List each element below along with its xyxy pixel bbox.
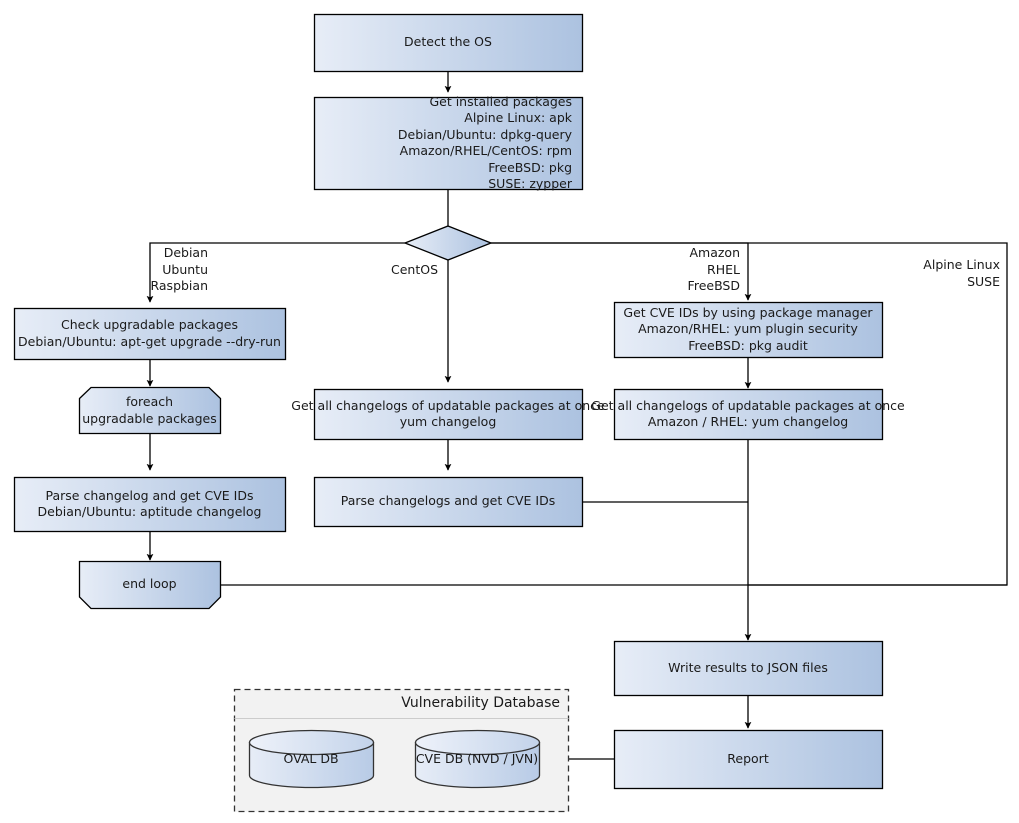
node-check-upgradable[interactable] [14,308,285,359]
node-end-loop[interactable] [79,561,220,608]
node-detect-os [313,13,584,73]
edge-decision-to-debian [146,242,405,303]
node-os-decision[interactable] [405,226,491,260]
node-end-loop [78,560,222,610]
db-cylinder-cve[interactable] [415,730,539,788]
node-foreach-loop [78,386,222,435]
node-get-installed-packages[interactable] [314,97,582,189]
db-cylinder-oval [248,729,375,789]
node-write-results [613,640,884,697]
node-report [613,729,884,790]
node-get-cve-pkg-manager[interactable] [614,302,882,357]
node-get-installed-packages [313,96,584,191]
node-parse-changelogs-centos [313,476,584,528]
node-foreach-loop[interactable] [79,387,220,434]
edges-group [146,72,1008,760]
node-parse-changelog-deb [13,476,287,533]
node-detect-os[interactable] [314,14,582,71]
node-write-results[interactable] [614,641,882,695]
node-parse-changelogs-centos[interactable] [314,477,582,526]
node-get-cve-pkg-manager [613,301,884,359]
node-changelogs-centos [313,388,584,441]
node-report[interactable] [614,730,882,788]
db-cylinder-cve [414,729,541,789]
node-check-upgradable [13,307,287,361]
node-changelogs-amazon[interactable] [614,389,882,439]
node-changelogs-centos[interactable] [314,389,582,439]
edge-label-amazon: Amazon RHEL FreeBSD [687,245,740,293]
node-parse-changelog-deb[interactable] [14,477,285,531]
group-vulnerability-database-title: Vulnerability Database [401,695,560,711]
db-cylinder-oval[interactable] [249,730,373,788]
edge-label-alpine: Alpine Linux SUSE [923,257,1000,289]
node-os-decision [403,225,493,261]
node-changelogs-amazon [613,388,884,441]
edge-label-debian: Debian Ubuntu Raspbian [150,245,208,293]
edge-label-centos: CentOS [390,262,438,277]
